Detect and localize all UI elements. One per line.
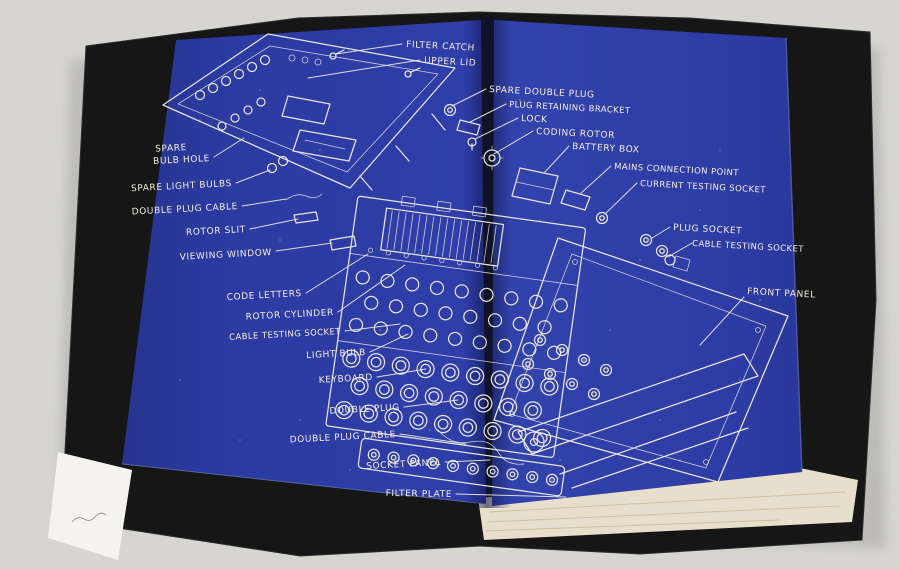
lid-top-holes bbox=[288, 54, 322, 66]
left-endpaper bbox=[122, 20, 486, 504]
socket-panel-strip bbox=[357, 437, 566, 497]
label-spare-bulb-hole-2: BULB HOLE bbox=[153, 154, 210, 167]
label-battery-box: BATTERY BOX bbox=[572, 142, 640, 156]
panel-screws bbox=[509, 259, 761, 465]
label-code-letters: CODE LETTERS bbox=[226, 289, 302, 303]
page-edges bbox=[478, 468, 858, 540]
label-lock: LOCK bbox=[521, 114, 548, 125]
front-panel-sketch bbox=[493, 237, 789, 489]
filter-catch-detail bbox=[404, 70, 412, 78]
lid-storage-tray bbox=[281, 95, 331, 125]
rotor-windows bbox=[400, 195, 487, 218]
pencil-inscription bbox=[71, 512, 107, 523]
label-socket-panel: SOCKET PANEL bbox=[366, 458, 441, 472]
spare-bulb-hole-row2 bbox=[217, 97, 266, 131]
left-page-bottom-edge bbox=[121, 463, 487, 505]
label-plug-socket: PLUG SOCKET bbox=[673, 223, 743, 237]
hinge-lines bbox=[359, 113, 446, 191]
rotor-hatch bbox=[386, 210, 497, 264]
flyleaf-page bbox=[48, 452, 132, 560]
paper-speckles bbox=[179, 89, 761, 471]
socket-panel-bars bbox=[559, 411, 749, 489]
rotor-slit-detail bbox=[293, 211, 357, 251]
label-viewing-window: VIEWING WINDOW bbox=[180, 248, 273, 263]
rotor-cylinder-detail bbox=[380, 207, 505, 267]
viewing-window-detail bbox=[329, 235, 357, 251]
label-coding-rotor: CODING ROTOR bbox=[536, 127, 615, 141]
left-details bbox=[266, 155, 525, 465]
label-front-panel: FRONT PANEL bbox=[747, 287, 816, 301]
label-double-plug: DOUBLE PLUG bbox=[329, 403, 400, 417]
right-page-fore-edge bbox=[785, 37, 803, 473]
battery-box-detail bbox=[511, 167, 559, 205]
code-letters-row bbox=[367, 247, 498, 271]
label-filter-plate: FILTER PLATE bbox=[386, 489, 453, 500]
labels: FILTER CATCH UPPER LID SPARE DOUBLE PLUG… bbox=[131, 40, 816, 500]
retaining-bracket-detail bbox=[456, 119, 481, 136]
label-rotor-slit: ROTOR SLIT bbox=[186, 225, 246, 238]
label-light-bulb: LIGHT BULB bbox=[306, 348, 366, 361]
cable-squiggle bbox=[437, 429, 525, 465]
label-filter-catch: FILTER CATCH bbox=[406, 40, 475, 54]
leader-lines bbox=[213, 43, 745, 498]
label-keyboard: KEYBOARD bbox=[319, 373, 374, 386]
coding-rotor-detail bbox=[480, 145, 504, 171]
label-rotor-cylinder: ROTOR CYLINDER bbox=[245, 308, 334, 323]
label-upper-lid: UPPER LID bbox=[424, 56, 477, 69]
spare-bulb-hole-row bbox=[194, 54, 271, 101]
lid-storage-tray2 bbox=[292, 129, 357, 162]
upper-right-details bbox=[443, 103, 691, 272]
enigma-sketch bbox=[162, 33, 789, 497]
mains-connection-detail bbox=[560, 189, 591, 211]
double-plug-cable-squiggle bbox=[285, 193, 323, 201]
catch-detail bbox=[329, 52, 337, 60]
filter-plate-bar bbox=[517, 353, 759, 455]
spare-light-bulb-detail bbox=[266, 162, 278, 174]
machine-body-sketch bbox=[325, 195, 586, 458]
label-spare-bulb-hole-1: SPARE bbox=[155, 143, 187, 155]
